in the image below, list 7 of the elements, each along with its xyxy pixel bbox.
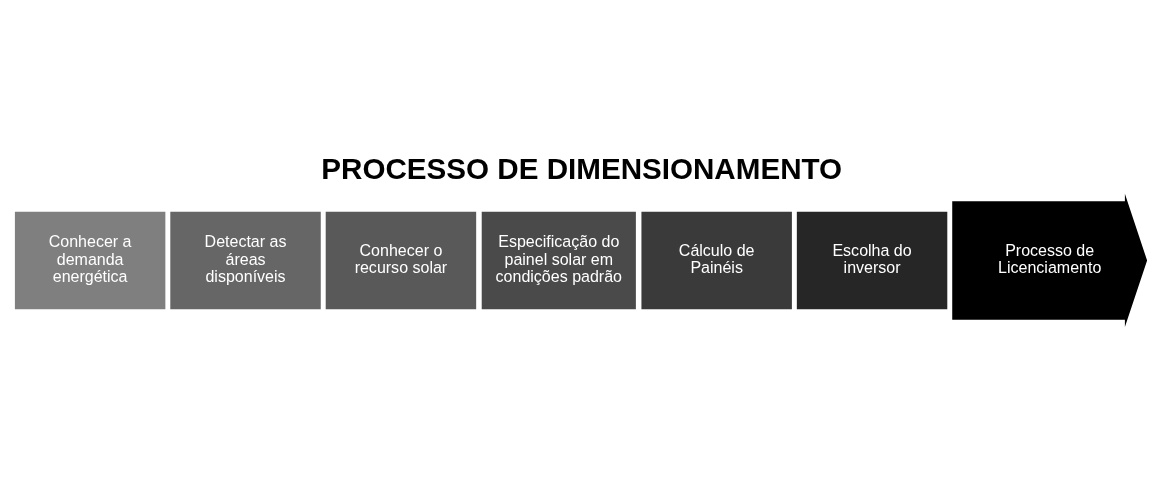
diagram-title: PROCESSO DE DIMENSIONAMENTO [321, 152, 843, 186]
node-box: Conhecer o recurso solar [325, 211, 477, 310]
node-box: Conhecer a demanda energética [14, 211, 166, 310]
node-box: Escolha do inversor [796, 211, 948, 310]
node-box: Cálculo de Painéis [641, 211, 792, 310]
node-box: Detectar as áreas disponíveis [170, 211, 321, 310]
node-box: Especificação do painel solar em condições padrão [481, 211, 636, 310]
